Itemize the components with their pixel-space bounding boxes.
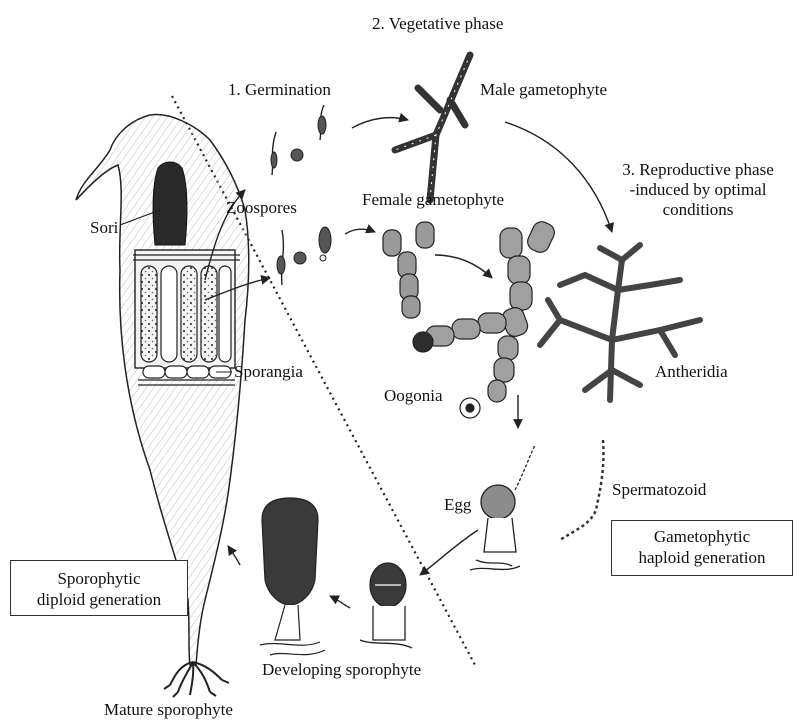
egg-drawing [470, 445, 535, 570]
sporophytic-box-line1: Sporophytic [11, 568, 187, 589]
male-gametophyte-drawing [395, 55, 470, 200]
label-sporangia: Sporangia [234, 362, 303, 382]
label-germination: 1. Germination [228, 80, 331, 100]
label-reproductive-line2: -induced by optimal [600, 180, 796, 200]
label-sori: Sori [90, 218, 118, 238]
gametophytic-box-line2: haploid generation [612, 547, 792, 568]
label-mature-sporophyte: Mature sporophyte [104, 700, 233, 720]
label-reproductive-line3: conditions [600, 200, 796, 220]
label-egg: Egg [444, 495, 471, 515]
label-zoospores: Zoospores [226, 198, 297, 218]
gametophytic-box-line1: Gametophytic [612, 526, 792, 547]
label-spermatozoid: Spermatozoid [612, 480, 706, 500]
label-vegetative-phase: 2. Vegetative phase [372, 14, 503, 34]
sporophytic-generation-box: Sporophytic diploid generation [10, 560, 188, 616]
developing-sporophyte-drawing [360, 563, 412, 648]
young-sporophyte-drawing [260, 498, 325, 655]
sporophytic-box-line2: diploid generation [11, 589, 187, 610]
label-reproductive-phase: 3. Reproductive phase -induced by optima… [600, 160, 796, 220]
label-reproductive-line1: 3. Reproductive phase [600, 160, 796, 180]
label-developing-sporophyte: Developing sporophyte [262, 660, 421, 680]
label-male-gametophyte: Male gametophyte [480, 80, 607, 100]
label-female-gametophyte: Female gametophyte [362, 190, 504, 210]
label-antheridia: Antheridia [655, 362, 728, 382]
female-gametophyte-drawing [383, 222, 434, 318]
zoospores-drawing [271, 105, 331, 285]
label-oogonia: Oogonia [384, 386, 443, 406]
gametophytic-generation-box: Gametophytic haploid generation [611, 520, 793, 576]
